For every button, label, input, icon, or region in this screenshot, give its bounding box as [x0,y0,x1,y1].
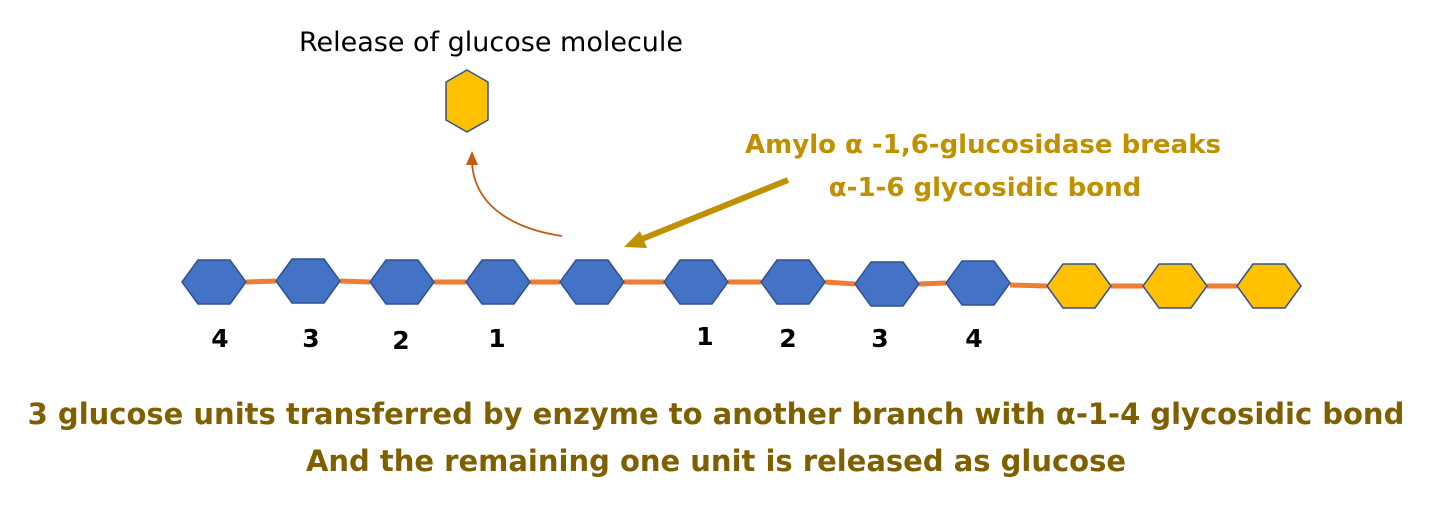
enzyme-arrow [640,177,790,242]
unit-number: 1 [696,322,713,351]
unit-number: 3 [871,324,888,353]
glucose-chain [181,258,1302,309]
enzyme-arrowhead [624,231,647,248]
release-arrowhead [466,151,478,165]
enzyme-label-line1: Amylo α -1,6-glucosidase breaks [745,130,1221,160]
unit-number: 2 [392,326,409,355]
unit-number: 2 [779,324,796,353]
glucose-unit [275,258,341,304]
released-glucose-unit [445,69,489,133]
glucose-unit [181,259,247,305]
caption-line2: And the remaining one unit is released a… [306,444,1126,478]
bond-line [1009,282,1048,289]
glucose-unit [369,259,435,305]
bond-lines [245,278,1237,289]
glucose-unit [1142,263,1208,309]
unit-number: 3 [302,324,319,353]
glucose-unit [1236,263,1302,309]
unit-position-numbers: 4 3 2 1 1 2 3 4 [211,322,982,355]
glucose-unit [559,259,625,305]
bond-line [824,279,856,287]
glucose-unit [945,260,1011,306]
glucose-unit [760,259,826,305]
glucose-unit [1046,263,1112,309]
unit-number: 1 [488,324,505,353]
bond-line [918,280,947,287]
glucose-unit [465,259,531,305]
bond-line [339,278,371,285]
release-label: Release of glucose molecule [299,27,683,58]
enzyme-label-line2: α-1-6 glycosidic bond [829,173,1141,203]
glucose-unit [854,261,920,307]
unit-number: 4 [211,324,228,353]
caption-line1: 3 glucose units transferred by enzyme to… [28,397,1405,431]
bond-line [245,278,277,285]
glucose-unit [663,259,729,305]
unit-number: 4 [965,324,982,353]
release-arrow [471,162,563,237]
